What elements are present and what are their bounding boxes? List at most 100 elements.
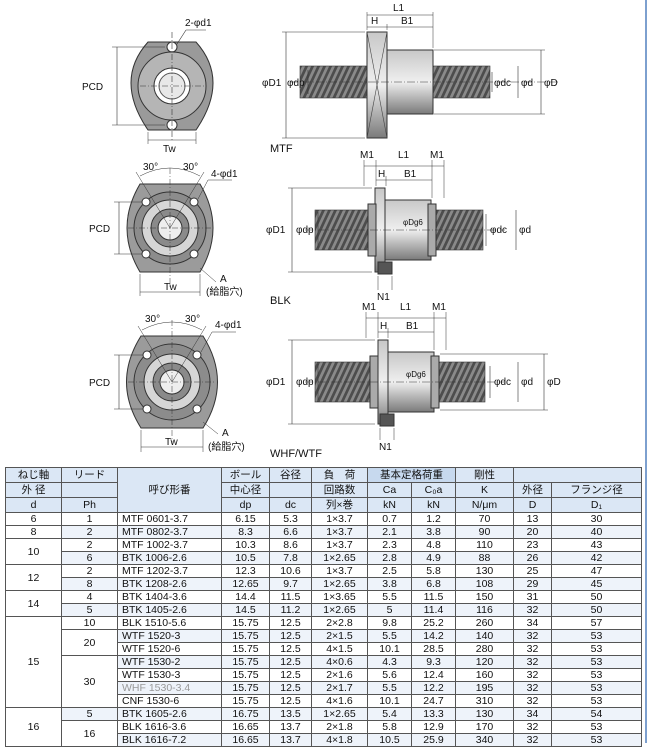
whf-dc-label: φdc <box>494 377 511 388</box>
whf-side-view: M1 L1 M1 H B1 φD1 φdp φDg6 φdc φd φD N1 … <box>266 302 561 460</box>
cell-dc: 12.5 <box>269 668 312 682</box>
header-load-3: 列×巻 <box>311 497 368 513</box>
cell-c0a: 11.5 <box>411 590 456 604</box>
cell-dc: 13.7 <box>269 733 312 747</box>
table-row: 6 BTK 1006-2.6 10.5 7.8 1×2.65 2.8 4.9 8… <box>6 551 642 565</box>
cell-k: 150 <box>455 590 514 604</box>
cell-dp: 12.65 <box>221 577 270 591</box>
cell-c0a: 12.9 <box>411 720 456 734</box>
cell-od: 26 <box>513 551 552 565</box>
whf-dg-label: φDg6 <box>406 370 426 379</box>
cell-dp: 12.3 <box>221 564 270 578</box>
specification-table: ねじ軸 リード 呼び形番 ボール 谷径 負 荷 基本定格荷重 剛性 外 径 中心… <box>5 467 642 747</box>
header-shaft-3: d <box>5 497 62 513</box>
cell-ca: 0.7 <box>367 512 412 526</box>
cell-k: 70 <box>455 512 514 526</box>
cell-dc: 5.3 <box>269 512 312 526</box>
blk-b1-label: B1 <box>404 169 417 180</box>
table-row: 12 2 MTF 1202-3.7 12.3 10.6 1×3.7 2.5 5.… <box>5 564 642 591</box>
cell-k: 140 <box>455 629 514 643</box>
mtf-front-view: 2-φd1 PCD Tw <box>82 18 214 155</box>
cell-cr: 1×3.7 <box>311 564 368 578</box>
cell-od: 32 <box>513 681 552 695</box>
blk-m1b-label: M1 <box>430 150 444 161</box>
cell-m: MTF 1202-3.7 <box>117 564 222 578</box>
cell-dc: 12.5 <box>269 642 312 656</box>
blk-front-view: 30° 30° 4-φd1 PCD Tw A (給脂穴) <box>89 162 243 298</box>
cell-dc: 9.7 <box>269 577 312 591</box>
table-row: 6 1 MTF 0601-3.7 6.15 5.3 1×3.7 0.7 1.2 … <box>5 512 642 526</box>
cell-m: BLK 1510-5.6 <box>117 616 222 630</box>
blk-pcd-label: PCD <box>89 224 110 235</box>
cell-od: 29 <box>513 577 552 591</box>
whf-dD-label: φD <box>547 377 561 388</box>
blk-d1-label: φD1 <box>266 225 286 236</box>
cell-c0a: 12.4 <box>411 668 456 682</box>
cell-c0a: 4.9 <box>411 551 456 565</box>
cell-fl: 54 <box>551 707 642 721</box>
cell-ph: 8 <box>61 577 118 591</box>
whf-oil-label: (給脂穴) <box>208 440 245 453</box>
cell-ph: 20 <box>61 629 118 656</box>
cell-m: MTF 1002-3.7 <box>117 538 222 552</box>
cell-ca: 2.8 <box>367 551 412 565</box>
header-load-2: 回路数 <box>311 482 368 498</box>
whf-d1-label: φD1 <box>266 377 286 388</box>
cell-ph: 1 <box>61 512 118 526</box>
cell-ca: 2.5 <box>367 564 412 578</box>
cell-cr: 1×2.65 <box>311 551 368 565</box>
header-ball-2: 中心径 <box>221 482 270 498</box>
whf-angle1-label: 30° <box>145 314 160 325</box>
cell-dc: 13.7 <box>269 720 312 734</box>
table-row: 8 2 MTF 0802-3.7 8.3 6.6 1×3.7 2.1 3.8 9… <box>5 525 642 539</box>
cell-ph: 5 <box>61 603 118 617</box>
blk-hole-label: 4-φd1 <box>211 169 238 180</box>
header-outer-dia-sym: D <box>513 497 552 513</box>
cell-k: 120 <box>455 655 514 669</box>
cell-k: 195 <box>455 681 514 695</box>
cell-m: MTF 0802-3.7 <box>117 525 222 539</box>
cell-m: WTF 1530-3 <box>117 668 222 682</box>
whf-h-label: H <box>380 321 387 332</box>
cell-ca: 5.8 <box>367 720 412 734</box>
cell-od: 34 <box>513 707 552 721</box>
cell-cr: 2×2.8 <box>311 616 368 630</box>
cell-fl: 50 <box>551 603 642 617</box>
cell-m: BTK 1404-3.6 <box>117 590 222 604</box>
table-row: 16 5 BTK 1605-2.6 16.75 13.5 1×2.65 5.4 … <box>5 707 642 747</box>
header-c0a-unit: kN <box>411 497 456 513</box>
cell-cr: 2×1.6 <box>311 668 368 682</box>
cell-m: WTF 1520-6 <box>117 642 222 656</box>
cell-dc: 8.6 <box>269 538 312 552</box>
whf-l1-label: L1 <box>400 302 412 313</box>
header-model: 呼び形番 <box>117 467 222 513</box>
cell-c0a: 11.4 <box>411 603 456 617</box>
header-ca-unit: kN <box>367 497 412 513</box>
cell-cr: 4×1.5 <box>311 642 368 656</box>
header-shaft-2: 外 径 <box>5 482 62 498</box>
mtf-tw-label: Tw <box>163 144 177 155</box>
mtf-b1-label: B1 <box>401 16 414 27</box>
cell-k: 310 <box>455 694 514 708</box>
mtf-d1-label: φD1 <box>262 78 282 89</box>
cell-ph: 2 <box>61 538 118 552</box>
cell-dp: 15.75 <box>221 616 270 630</box>
cell-m: WTF 1520-3 <box>117 629 222 643</box>
cell-ca: 5.5 <box>367 681 412 695</box>
mtf-dD-label: φD <box>544 78 558 89</box>
blk-m1a-label: M1 <box>360 150 374 161</box>
cell-d: 16 <box>5 707 62 747</box>
cell-ca: 9.8 <box>367 616 412 630</box>
table-row: 30 WTF 1530-2 15.75 12.5 4×0.6 4.3 9.3 1… <box>6 655 642 708</box>
cell-dp: 16.65 <box>221 733 270 747</box>
cell-k: 130 <box>455 707 514 721</box>
cell-dc: 11.5 <box>269 590 312 604</box>
cell-ca: 10.5 <box>367 733 412 747</box>
cell-m: WTF 1530-2 <box>117 655 222 669</box>
cell-ph: 6 <box>61 551 118 565</box>
cell-fl: 30 <box>551 512 642 526</box>
header-rated-load: 基本定格荷重 <box>367 467 456 483</box>
cell-fl: 50 <box>551 590 642 604</box>
cell-fl: 53 <box>551 720 642 734</box>
cell-cr: 4×1.8 <box>311 733 368 747</box>
